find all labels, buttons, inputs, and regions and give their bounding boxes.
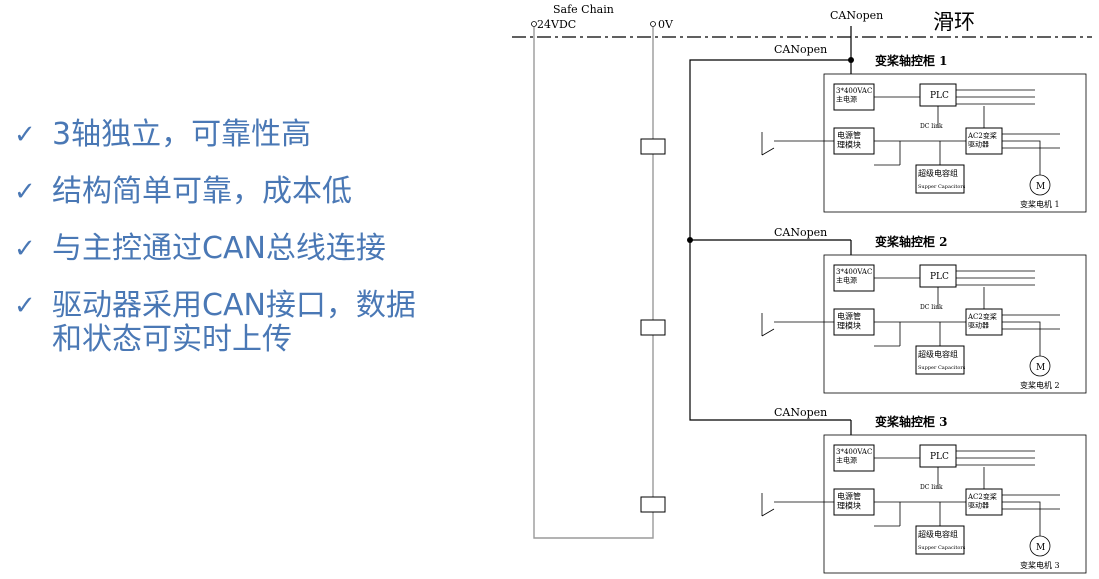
motor-symbol: M <box>1036 182 1045 192</box>
plc-label: PLC <box>930 91 949 101</box>
checkmark-icon: ✓ <box>14 177 36 207</box>
power-module-box <box>833 127 875 155</box>
power-module-box <box>833 308 875 336</box>
drive-label: AC2变桨驱动器 <box>967 312 997 329</box>
safe-chain-label: Safe Chain <box>553 3 614 16</box>
supercap-en-label: Supper Capacitors <box>918 184 966 190</box>
dc-link-label: DC link <box>920 484 943 491</box>
cabinet-frame <box>823 254 1087 394</box>
slip-ring-label: 滑环 <box>933 10 975 34</box>
terminal-24v <box>531 21 537 27</box>
supercap-en-label: Supper Capacitors <box>918 365 966 371</box>
drive-label: AC2变桨驱动器 <box>967 131 997 148</box>
power-module-label: 电源管理模块 <box>837 130 861 150</box>
cabinet-title: 变桨轴控柜 2 <box>875 234 948 249</box>
input-switch <box>761 313 834 337</box>
motor-label: 变桨电机 3 <box>1020 560 1060 570</box>
power-supply-box <box>833 444 875 472</box>
input-switch <box>761 132 834 156</box>
feature-text: 驱动器采用CAN接口，数据 和状态可实时上传 <box>52 288 416 357</box>
checkmark-icon: ✓ <box>14 120 36 150</box>
feature-text: 与主控通过CAN总线连接 <box>52 231 386 266</box>
v24-label: 24VDC <box>537 18 576 31</box>
dc-link-label: DC link <box>920 304 943 311</box>
supercap-label: 超级电容组 <box>918 349 958 359</box>
cabinet-frame <box>823 434 1087 574</box>
motor-label: 变桨电机 2 <box>1020 380 1060 390</box>
supercap-box <box>915 345 965 375</box>
supercap-label: 超级电容组 <box>918 168 958 178</box>
can-junction-2 <box>687 237 693 243</box>
feature-item-3: ✓ 与主控通过CAN总线连接 <box>14 232 474 266</box>
cabinet-title: 变桨轴控柜 1 <box>875 53 948 68</box>
cabinet-1-safety-contact <box>640 138 666 155</box>
cabinet-2-safety-contact <box>640 319 666 336</box>
cabinet-frame <box>823 73 1087 213</box>
v0-label: 0V <box>658 18 674 31</box>
power-module-label: 电源管理模块 <box>837 491 861 511</box>
wiring <box>874 270 1060 356</box>
canopen-bus <box>689 26 852 421</box>
motor-label: 变桨电机 1 <box>1020 199 1060 209</box>
drive-label: AC2变桨驱动器 <box>967 492 997 509</box>
canopen-top-label: CANopen <box>830 9 883 22</box>
canopen-label-1: CANopen <box>774 43 827 56</box>
wiring <box>874 450 1060 536</box>
canopen-label-2: CANopen <box>774 226 827 239</box>
supercap-box <box>915 525 965 555</box>
dc-link-label: DC link <box>920 123 943 130</box>
checkmark-icon: ✓ <box>14 234 36 264</box>
supercap-box <box>915 164 965 194</box>
feature-item-4: ✓ 驱动器采用CAN接口，数据 和状态可实时上传 <box>14 289 474 357</box>
cabinet-3-safety-contact <box>640 496 666 513</box>
power-module-label: 电源管理模块 <box>837 311 861 331</box>
feature-item-1: ✓ 3轴独立，可靠性高 <box>14 118 474 152</box>
feature-item-2: ✓ 结构简单可靠，成本低 <box>14 175 474 209</box>
plc-label: PLC <box>930 272 949 282</box>
power-supply-box <box>833 264 875 292</box>
motor-symbol: M <box>1036 543 1045 553</box>
terminal-0v <box>650 21 656 27</box>
feature-text: 3轴独立，可靠性高 <box>52 117 312 152</box>
wiring <box>874 89 1060 175</box>
checkmark-icon: ✓ <box>14 291 36 321</box>
motor-symbol: M <box>1036 363 1045 373</box>
safe-chain-left-wire <box>533 27 654 539</box>
input-switch <box>761 493 834 517</box>
feature-text: 结构简单可靠，成本低 <box>52 174 352 209</box>
cabinet-title: 变桨轴控柜 3 <box>875 414 948 429</box>
supercap-en-label: Supper Capacitors <box>918 545 966 551</box>
plc-label: PLC <box>930 452 949 462</box>
supercap-label: 超级电容组 <box>918 529 958 539</box>
feature-list: ✓ 3轴独立，可靠性高 ✓ 结构简单可靠，成本低 ✓ 与主控通过CAN总线连接 … <box>14 118 474 380</box>
canopen-label-3: CANopen <box>774 406 827 419</box>
